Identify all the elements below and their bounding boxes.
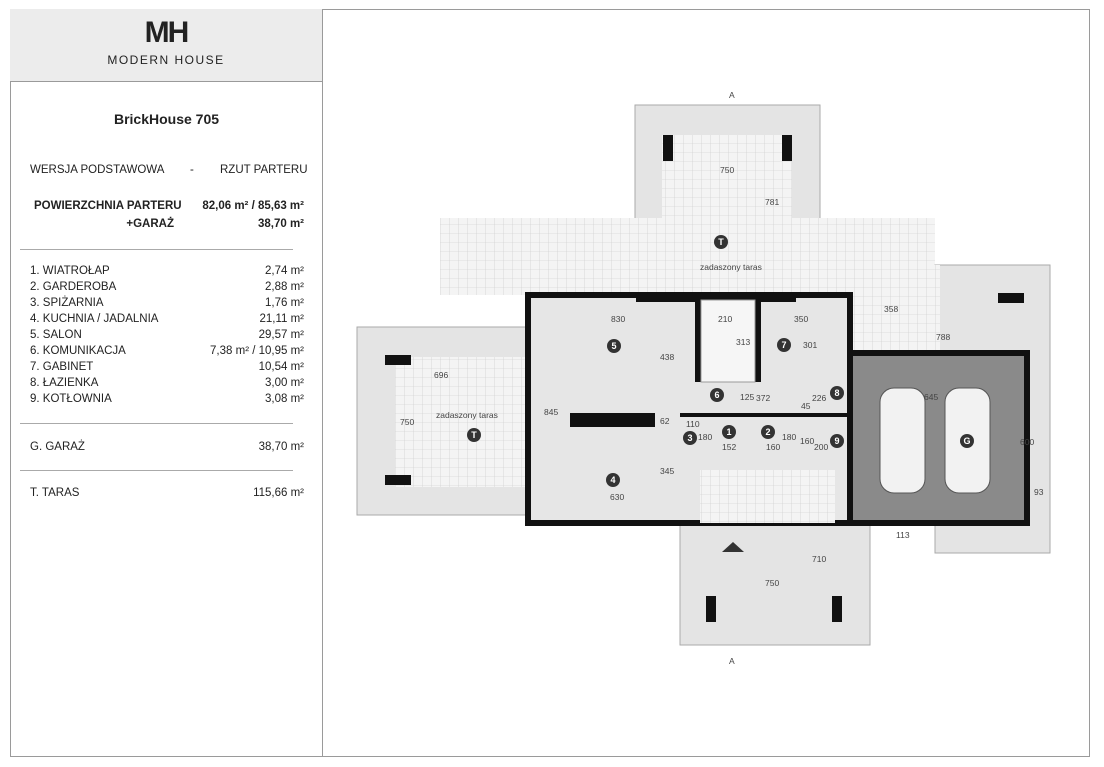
room-area: 10,54 m²: [258, 361, 304, 373]
room-area: 7,38 m² / 10,95 m²: [210, 345, 304, 357]
dimension-label: 62: [660, 416, 670, 426]
room-marker-label: 7: [781, 340, 786, 350]
garage-room-name: G. GARAŻ: [30, 441, 85, 453]
separator: -: [190, 164, 194, 176]
terraces: [356, 104, 1051, 646]
room-name: 7. GABINET: [30, 361, 94, 373]
dimension-label: 345: [660, 466, 674, 476]
room-marker-label: 2: [765, 427, 770, 437]
divider: [20, 423, 293, 424]
room-area: 29,57 m²: [258, 329, 304, 341]
logo-mark: MH: [144, 16, 190, 49]
dimension-label: 125: [740, 392, 754, 402]
dimension-label: zadaszony taras: [436, 410, 498, 420]
dimension-label: 788: [936, 332, 950, 342]
room-area: 21,11 m²: [259, 313, 304, 325]
dimension-label: A: [729, 90, 735, 100]
dimension-label: 313: [736, 337, 750, 347]
area-label: POWIERZCHNIA PARTERU: [34, 200, 182, 212]
dimension-label: 438: [660, 352, 674, 362]
room-area: 2,74 m²: [265, 265, 304, 277]
terrace-area: 115,66 m²: [253, 487, 304, 499]
dimension-label: 45: [801, 401, 811, 411]
room-name: 3. SPIŻARNIA: [30, 297, 104, 309]
dimension-label: 645: [924, 392, 938, 402]
room-marker-label: 1: [726, 427, 731, 437]
logo: MH MODERN HOUSE: [10, 9, 322, 82]
garage-value: 38,70 m²: [257, 218, 304, 230]
room-marker-label: 8: [834, 388, 839, 398]
logo-name: MODERN HOUSE: [107, 53, 225, 67]
room-area: 3,00 m²: [265, 377, 304, 389]
dimension-label: 180: [782, 432, 796, 442]
dimension-label: 200: [814, 442, 828, 452]
dimension-label: 113: [896, 530, 910, 540]
room-name: 2. GARDEROBA: [30, 281, 117, 293]
project-title: BrickHouse 705: [113, 111, 220, 127]
dimension-label: 110: [686, 419, 700, 429]
dimension-label: 350: [794, 314, 808, 324]
area-value: 82,06 m² / 85,63 m²: [202, 200, 304, 212]
dimension-label: A: [729, 656, 735, 666]
dimension-label: 180: [698, 432, 712, 442]
labels: A A zadaszony taras zadaszony taras 750 …: [400, 90, 1044, 666]
dimension-label: 696: [434, 370, 448, 380]
dimension-label: 160: [800, 436, 814, 446]
dimension-label: 160: [766, 442, 780, 452]
terrace-name: T. TARAS: [30, 487, 80, 499]
dimension-label: 781: [765, 197, 779, 207]
dimension-label: 372: [756, 393, 770, 403]
info-panel: MH MODERN HOUSE: [10, 9, 323, 757]
dimension-label: 750: [720, 165, 734, 175]
room-name: 6. KOMUNIKACJA: [30, 345, 126, 357]
dimension-label: zadaszony taras: [700, 262, 762, 272]
dimension-label: 210: [718, 314, 732, 324]
house-walls: [525, 292, 1030, 526]
room-marker-label: 4: [610, 475, 615, 485]
dimension-label: 750: [400, 417, 414, 427]
dimension-label: 600: [1020, 437, 1034, 447]
room-marker-label: 9: [834, 436, 839, 446]
sheet-frame: [10, 9, 1090, 757]
room-marker-label: T: [718, 237, 724, 247]
dimension-label: 630: [610, 492, 624, 502]
dimension-label: 750: [765, 578, 779, 588]
divider: [20, 249, 293, 250]
dimension-label: 845: [544, 407, 558, 417]
room-marker-label: T: [471, 430, 477, 440]
room-marker-label: 3: [687, 433, 692, 443]
dimension-label: 358: [884, 304, 898, 314]
dimension-label: 830: [611, 314, 625, 324]
room-name: 8. ŁAZIENKA: [30, 377, 99, 389]
dimension-label: 226: [812, 393, 826, 403]
garage-label: +GARAŻ: [126, 218, 174, 230]
room-marker-label: G: [963, 436, 970, 446]
room-markers: 1 2 3 4 5 6 7 8 9 T T G: [467, 235, 974, 487]
room-marker-label: 6: [714, 390, 719, 400]
room-marker-label: 5: [611, 341, 616, 351]
room-area: 2,88 m²: [265, 281, 304, 293]
room-name: 4. KUCHNIA / JADALNIA: [30, 313, 159, 325]
dimension-label: 301: [803, 340, 817, 350]
garage-room-area: 38,70 m²: [258, 441, 304, 453]
divider: [20, 470, 293, 471]
room-area: 3,08 m²: [265, 393, 304, 405]
dimension-label: 710: [812, 554, 826, 564]
room-area: 1,76 m²: [265, 297, 304, 309]
version-label: WERSJA PODSTAWOWA: [30, 164, 165, 176]
room-name: 9. KOTŁOWNIA: [30, 393, 112, 405]
dimension-label: 93: [1034, 487, 1044, 497]
room-name: 5. SALON: [30, 329, 82, 341]
view-label: RZUT PARTERU: [220, 164, 308, 176]
room-name: 1. WIATROŁAP: [30, 265, 110, 277]
dimension-label: 152: [722, 442, 736, 452]
